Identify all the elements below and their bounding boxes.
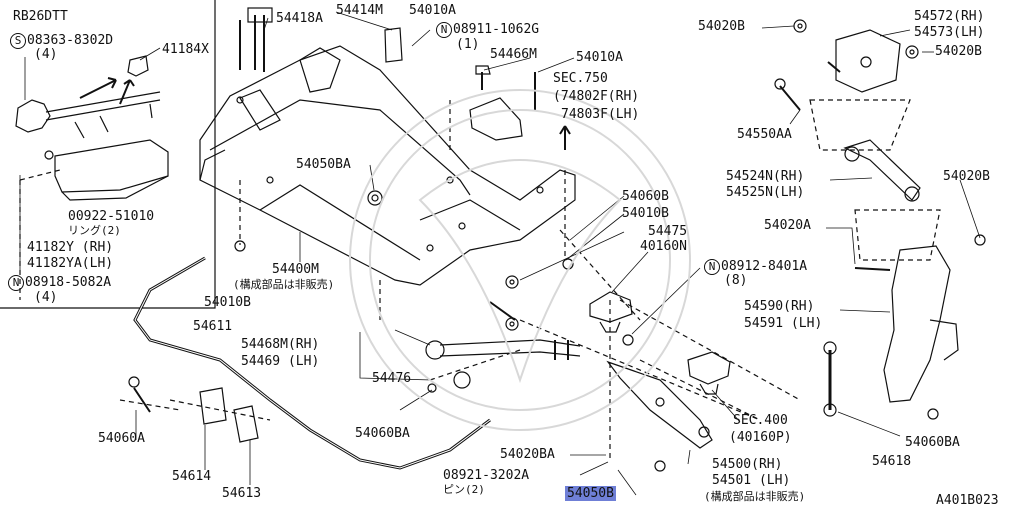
label-54613: 54613 — [222, 486, 262, 501]
label-54400m: 54400M — [272, 262, 319, 277]
label-54020b-r1: 54020B — [935, 44, 982, 59]
label-54591: 54591 (LH) — [744, 316, 823, 331]
label-54020b-r2: 54020B — [943, 169, 990, 184]
bracket-41182y — [15, 91, 169, 201]
label-54590: 54590(RH) — [744, 299, 815, 314]
label-54020a: 54020A — [764, 218, 811, 233]
label-08363-code: 08363-8302D — [27, 33, 114, 48]
label-08911-code: 08911-1062G — [453, 22, 540, 37]
label-54611: 54611 — [193, 319, 233, 334]
label-54050b: 54050B — [565, 486, 616, 501]
label-54573: 54573(LH) — [914, 25, 985, 40]
upper-link-54524n — [843, 139, 921, 202]
label-54020b-top: 54020B — [698, 19, 745, 34]
label-74803f: 74803F(LH) — [561, 107, 640, 122]
label-54020ba: 54020BA — [500, 447, 555, 462]
figure-code: A401B023 — [936, 493, 999, 508]
label-54418a: 54418A — [276, 11, 323, 26]
watermark-emblem — [349, 89, 691, 431]
lower-arm-54500 — [606, 360, 713, 449]
label-74802f: (74802F(RH) — [553, 89, 640, 104]
label-54010b-right: 54010B — [622, 206, 669, 221]
clip-41184x — [127, 55, 149, 77]
label-40160p: (40160P) — [729, 430, 792, 445]
s-circle-icon: S — [10, 33, 26, 49]
label-ring: リング(2) — [68, 224, 121, 237]
label-54550aa: 54550AA — [737, 127, 792, 142]
label-54010b-left: 54010B — [204, 295, 251, 310]
label-54614: 54614 — [172, 469, 212, 484]
label-54060ba-right: 54060BA — [905, 435, 960, 450]
link-54618 — [823, 341, 837, 417]
label-00922: 00922-51010 — [68, 209, 155, 224]
leader-lines — [19, 11, 981, 496]
label-41182ya: 41182YA(LH) — [27, 256, 114, 271]
label-not-sold-2: (構成部品は非販売) — [704, 490, 806, 503]
label-54468m: 54468M(RH) — [241, 337, 320, 352]
label-sec400: SEC.400 — [733, 413, 788, 428]
label-54476: 54476 — [372, 371, 412, 386]
label-54010a-top: 54010A — [409, 3, 456, 18]
label-08918-code: 08918-5082A — [25, 275, 112, 290]
highlighted-part-54050b[interactable]: 54050B — [565, 486, 616, 501]
label-08363-qty: (4) — [34, 47, 58, 62]
upright-54590 — [883, 245, 959, 403]
label-54501: 54501 (LH) — [712, 473, 791, 488]
label-54475: 54475 — [648, 224, 688, 239]
label-engine: RB26DTT — [13, 9, 68, 24]
label-54525n: 54525N(LH) — [726, 185, 805, 200]
bracket-54572 — [835, 29, 901, 93]
label-54010a-right: 54010A — [576, 50, 623, 65]
label-54618: 54618 — [872, 454, 912, 469]
stabilizer-bar-54611 — [133, 256, 491, 470]
label-sec750: SEC.750 — [553, 71, 608, 86]
label-54060a: 54060A — [98, 431, 145, 446]
label-54572: 54572(RH) — [914, 9, 985, 24]
label-40160n: 40160N — [640, 239, 687, 254]
label-08912-qty: (8) — [724, 273, 748, 288]
label-54466m: 54466M — [490, 47, 537, 62]
n-circle-icon: N — [436, 22, 452, 38]
label-54050ba-top: 54050BA — [296, 157, 351, 172]
label-54060ba-mid: 54060BA — [355, 426, 410, 441]
label-54414m: 54414M — [336, 3, 383, 18]
label-41182y: 41182Y (RH) — [27, 240, 114, 255]
label-54524n: 54524N(RH) — [726, 169, 805, 184]
label-54500: 54500(RH) — [712, 457, 783, 472]
label-pin: ピン(2) — [443, 483, 485, 496]
n-circle-icon: N — [8, 275, 24, 291]
n-circle-icon: N — [704, 259, 720, 275]
link-54468m — [425, 339, 581, 389]
ball-joint-40160n — [589, 291, 633, 333]
label-54060b: 54060B — [622, 189, 669, 204]
label-08911-qty: (1) — [456, 37, 480, 52]
label-08921: 08921-3202A — [443, 468, 530, 483]
label-08912-code: 08912-8401A — [721, 259, 808, 274]
label-54469: 54469 (LH) — [241, 354, 320, 369]
engine-section-border — [0, 0, 216, 309]
label-not-sold-1: (構成部品は非販売) — [233, 278, 335, 291]
subframe-54400m — [199, 45, 576, 286]
label-08918-qty: (4) — [34, 290, 58, 305]
label-41184x: 41184X — [162, 42, 209, 57]
